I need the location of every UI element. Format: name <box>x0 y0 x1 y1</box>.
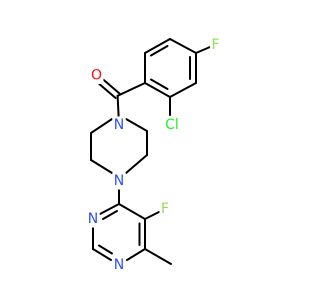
bond-aryl-inner-1 <box>150 78 169 90</box>
atom-label-background <box>89 67 104 84</box>
atom-pyrimidine-n3: N <box>86 210 100 228</box>
bond-carbonyl-double-b <box>98 83 117 99</box>
bond-pip-n1-ca <box>125 118 148 132</box>
atom-piperazine-n1: N <box>112 116 126 134</box>
bond-carbonyl-double-a <box>102 78 121 95</box>
atom-layer: O F Cl N N N N F <box>86 36 222 274</box>
molecule-structure: O F Cl N N N N F <box>86 36 222 274</box>
molecule-diagram: O F Cl N N N N F <box>86 36 222 274</box>
atom-label-background <box>86 210 100 228</box>
bond-aryl-c1-c2 <box>144 82 171 98</box>
atom-label-f: F <box>211 37 219 53</box>
atom-label-background <box>163 116 181 134</box>
bond-pyr-c6-n1 <box>126 248 146 261</box>
bond-pip-cb-n4 <box>125 154 148 174</box>
bond-aryl-c4-c5 <box>169 38 197 54</box>
atom-label-background <box>209 36 222 54</box>
atom-label-cl: Cl <box>165 117 179 133</box>
atom-label-background <box>112 172 126 190</box>
bond-aryl-inner-3 <box>150 45 169 57</box>
atom-aryl-f: F <box>209 36 222 54</box>
atom-label-f: F <box>161 201 169 217</box>
atom-label-o: O <box>91 68 102 84</box>
bond-pyr-n3-c4 <box>99 203 120 215</box>
atom-label-n: N <box>114 117 124 133</box>
atom-piperazine-n4: N <box>112 172 126 190</box>
bond-pyr-n1-c2 <box>92 248 112 261</box>
atom-label-n: N <box>88 211 98 227</box>
atom-label-n: N <box>114 257 124 273</box>
bond-pyr-inner-3 <box>102 210 118 220</box>
atom-pyrimidine-f: F <box>159 200 171 218</box>
bond-layer <box>90 38 211 265</box>
bond-pyr-inner-2 <box>98 244 113 255</box>
bond-pip-cd-n1 <box>90 118 113 134</box>
atom-label-background <box>159 200 171 218</box>
atom-label-background <box>112 116 126 134</box>
bond-aryl-c5-c6 <box>144 38 171 54</box>
bond-pyr-methyl <box>144 248 172 265</box>
bond-carbonyl-aryl <box>116 82 146 97</box>
atom-label-background <box>112 256 126 274</box>
atom-aryl-cl: Cl <box>163 116 181 134</box>
bond-carbonyl-piperazine <box>116 94 120 117</box>
bond-pyr-c4-c5 <box>118 203 146 220</box>
bond-aryl-f <box>195 46 211 54</box>
atom-pyrimidine-n1: N <box>112 256 126 274</box>
atom-label-n: N <box>114 173 124 189</box>
bond-aryl-c2-c3 <box>169 82 197 98</box>
bond-pip-n4-cc <box>90 159 113 174</box>
bond-pyr-f <box>144 211 160 220</box>
atom-carbonyl-o: O <box>89 67 104 84</box>
